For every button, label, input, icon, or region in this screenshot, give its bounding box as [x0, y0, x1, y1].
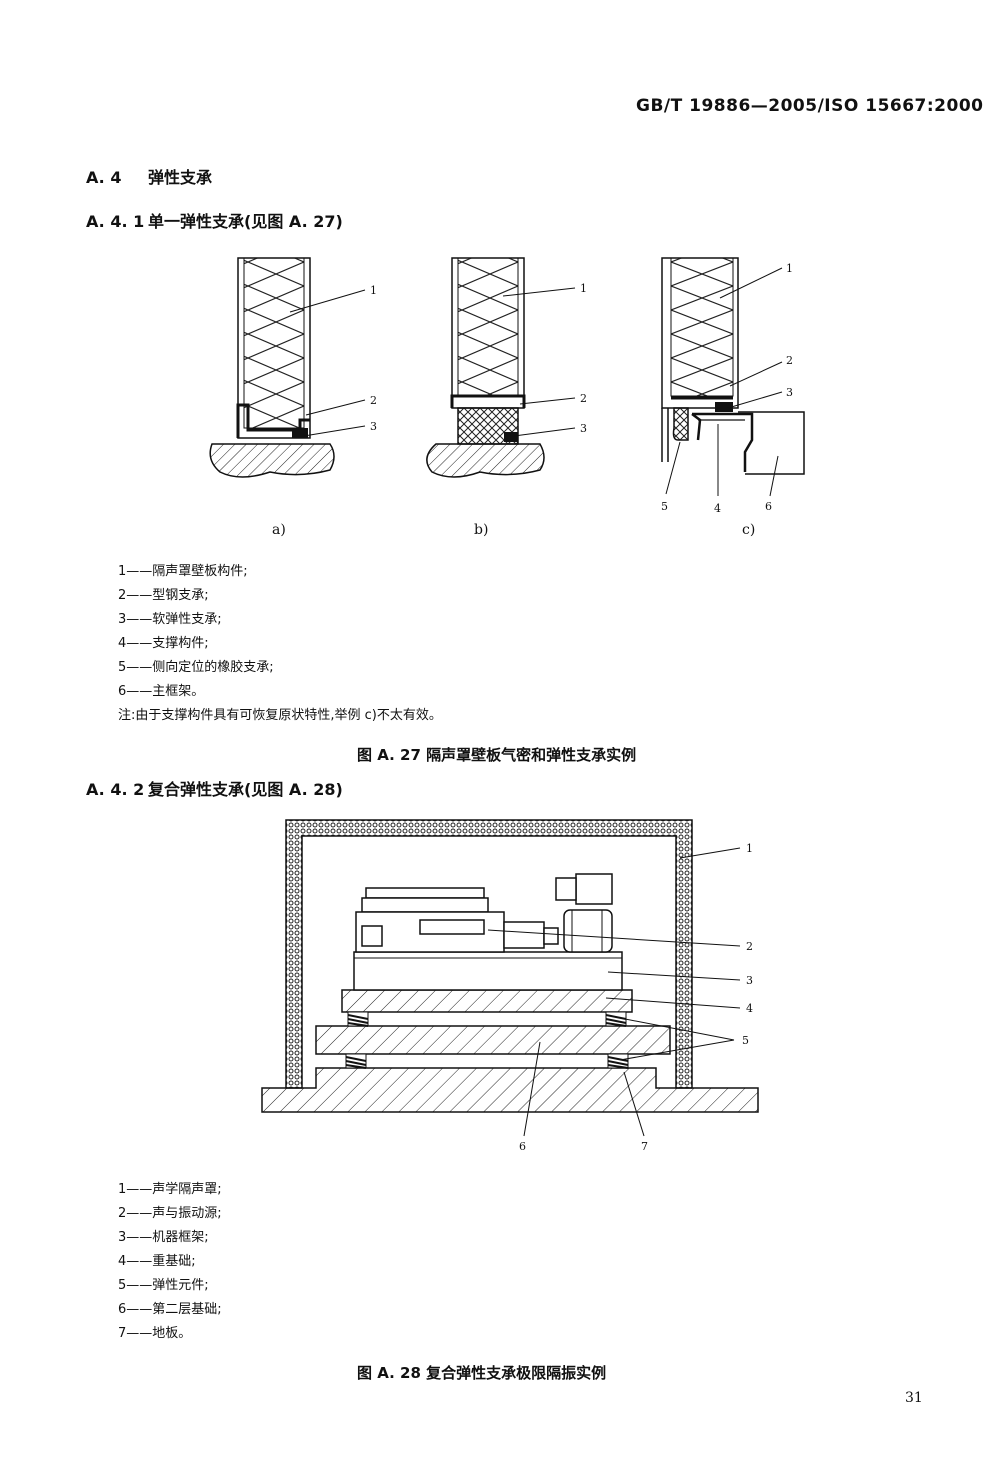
foundation-section — [209, 443, 335, 478]
page-number: 31 — [905, 1390, 923, 1406]
leader-line — [619, 1039, 735, 1061]
callout-label: 6 — [765, 500, 772, 513]
figure-note: 注:由于支撑构件具有可恢复原状特性,举例 c)不太有效。 — [118, 708, 442, 723]
leader-line — [519, 397, 576, 405]
legend-item: 3——机器框架; — [118, 1230, 209, 1245]
leader-line — [729, 361, 783, 387]
leader-line — [305, 399, 366, 416]
callout-label: 3 — [370, 420, 377, 433]
standard-number: GB/T 19886—2005/ISO 15667:2000 — [636, 96, 984, 116]
leader-line — [289, 289, 366, 313]
soft-elastic-support — [504, 432, 518, 442]
foundation-section — [426, 443, 545, 478]
vibration-source-machine — [355, 873, 613, 953]
leader-line — [605, 997, 741, 1009]
figure-a28-legend: 1——声学隔声罩; 2——声与振动源; 3——机器框架; 4——重基础; 5——… — [118, 1178, 222, 1346]
section-number: A. 4. 2 — [86, 780, 145, 799]
leader-line — [619, 1017, 735, 1041]
callout-label: 1 — [786, 262, 793, 275]
steel-support-profile — [236, 403, 310, 438]
callout-label: 1 — [580, 282, 587, 295]
callout-label: 5 — [742, 1034, 749, 1047]
soft-elastic-support — [715, 402, 733, 412]
subfigure-a: 1 2 3 — [209, 257, 377, 478]
callout-label: 2 — [786, 354, 793, 367]
spring-element — [347, 1011, 369, 1027]
leader-line — [719, 267, 783, 299]
callout-label: 1 — [746, 842, 753, 855]
panel-insulation — [243, 257, 305, 429]
callout-label: 7 — [641, 1140, 648, 1153]
subfigure-c: 1 2 3 4 5 6 — [661, 257, 805, 515]
main-frame — [738, 411, 805, 475]
subfigure-label-c: c) — [742, 522, 756, 538]
steel-support-profile — [450, 394, 526, 408]
side-rubber-support — [672, 407, 689, 441]
leader-line — [623, 1071, 645, 1137]
subfigure-b: 1 2 3 — [426, 257, 587, 478]
legend-item: 4——支撑构件; — [118, 636, 209, 651]
legend-item: 6——第二层基础; — [118, 1302, 222, 1317]
legend-item: 2——声与振动源; — [118, 1206, 222, 1221]
leader-line — [487, 929, 741, 947]
legend-item: 5——侧向定位的橡胶支承; — [118, 660, 274, 675]
figure-a27-drawing: 1 2 3 1 2 3 1 2 3 4 — [209, 257, 805, 515]
leader-line — [607, 971, 741, 981]
leader-line — [665, 441, 681, 495]
callout-label: 6 — [519, 1140, 526, 1153]
spring-element — [607, 1053, 629, 1069]
legend-item: 1——声学隔声罩; — [118, 1182, 222, 1197]
callout-label: 2 — [746, 940, 753, 953]
section-number: A. 4 — [86, 168, 122, 187]
legend-item: 7——地板。 — [118, 1326, 192, 1341]
callout-label: 1 — [370, 284, 377, 297]
figure-a28-drawing: 1 2 3 4 5 6 7 — [261, 819, 759, 1153]
legend-item: 4——重基础; — [118, 1254, 196, 1269]
callout-label: 5 — [661, 500, 668, 513]
legend-item: 3——软弹性支承; — [118, 612, 222, 627]
legend-item: 1——隔声罩壁板构件; — [118, 564, 248, 579]
section-title: 复合弹性支承(见图 A. 28) — [148, 780, 343, 799]
subfigure-label-b: b) — [474, 522, 489, 538]
heavy-foundation — [341, 989, 633, 1013]
callout-label: 3 — [746, 974, 753, 987]
callout-label: 4 — [746, 1002, 753, 1015]
subfigure-label-a: a) — [272, 522, 286, 538]
legend-item: 2——型钢支承; — [118, 588, 209, 603]
section-number: A. 4. 1 — [86, 212, 145, 231]
leader-line — [727, 391, 783, 409]
leader-line — [303, 425, 366, 437]
soft-elastic-support — [292, 428, 308, 438]
figure-a27-legend: 1——隔声罩壁板构件; 2——型钢支承; 3——软弹性支承; 4——支撑构件; … — [118, 560, 442, 728]
leader-line — [679, 847, 741, 859]
callout-label: 2 — [370, 394, 377, 407]
callout-label: 3 — [786, 386, 793, 399]
spring-element — [345, 1053, 367, 1069]
support-member — [691, 412, 754, 472]
figure-a27-caption: 图 A. 27 隔声罩壁板气密和弹性支承实例 — [357, 746, 637, 764]
legend-item: 5——弹性元件; — [118, 1278, 209, 1293]
leader-line — [502, 287, 576, 297]
legend-item: 6——主框架。 — [118, 684, 205, 699]
floor-slab — [261, 1067, 759, 1113]
callout-label: 3 — [580, 422, 587, 435]
figure-a28-caption: 图 A. 28 复合弹性支承极限隔振实例 — [357, 1364, 607, 1382]
leader-line — [769, 455, 779, 497]
section-title: 单一弹性支承(见图 A. 27) — [148, 212, 343, 231]
callout-label: 2 — [580, 392, 587, 405]
leader-line — [513, 427, 576, 437]
section-title: 弹性支承 — [148, 168, 213, 187]
second-foundation — [315, 1025, 671, 1055]
leader-line — [523, 1041, 541, 1137]
panel-insulation — [457, 257, 519, 397]
section-a4-heading: A. 4 弹性支承 — [86, 164, 212, 188]
soft-elastic-block — [457, 407, 519, 445]
callout-label: 4 — [714, 502, 721, 515]
spring-element — [605, 1011, 627, 1027]
panel-insulation — [670, 257, 734, 397]
